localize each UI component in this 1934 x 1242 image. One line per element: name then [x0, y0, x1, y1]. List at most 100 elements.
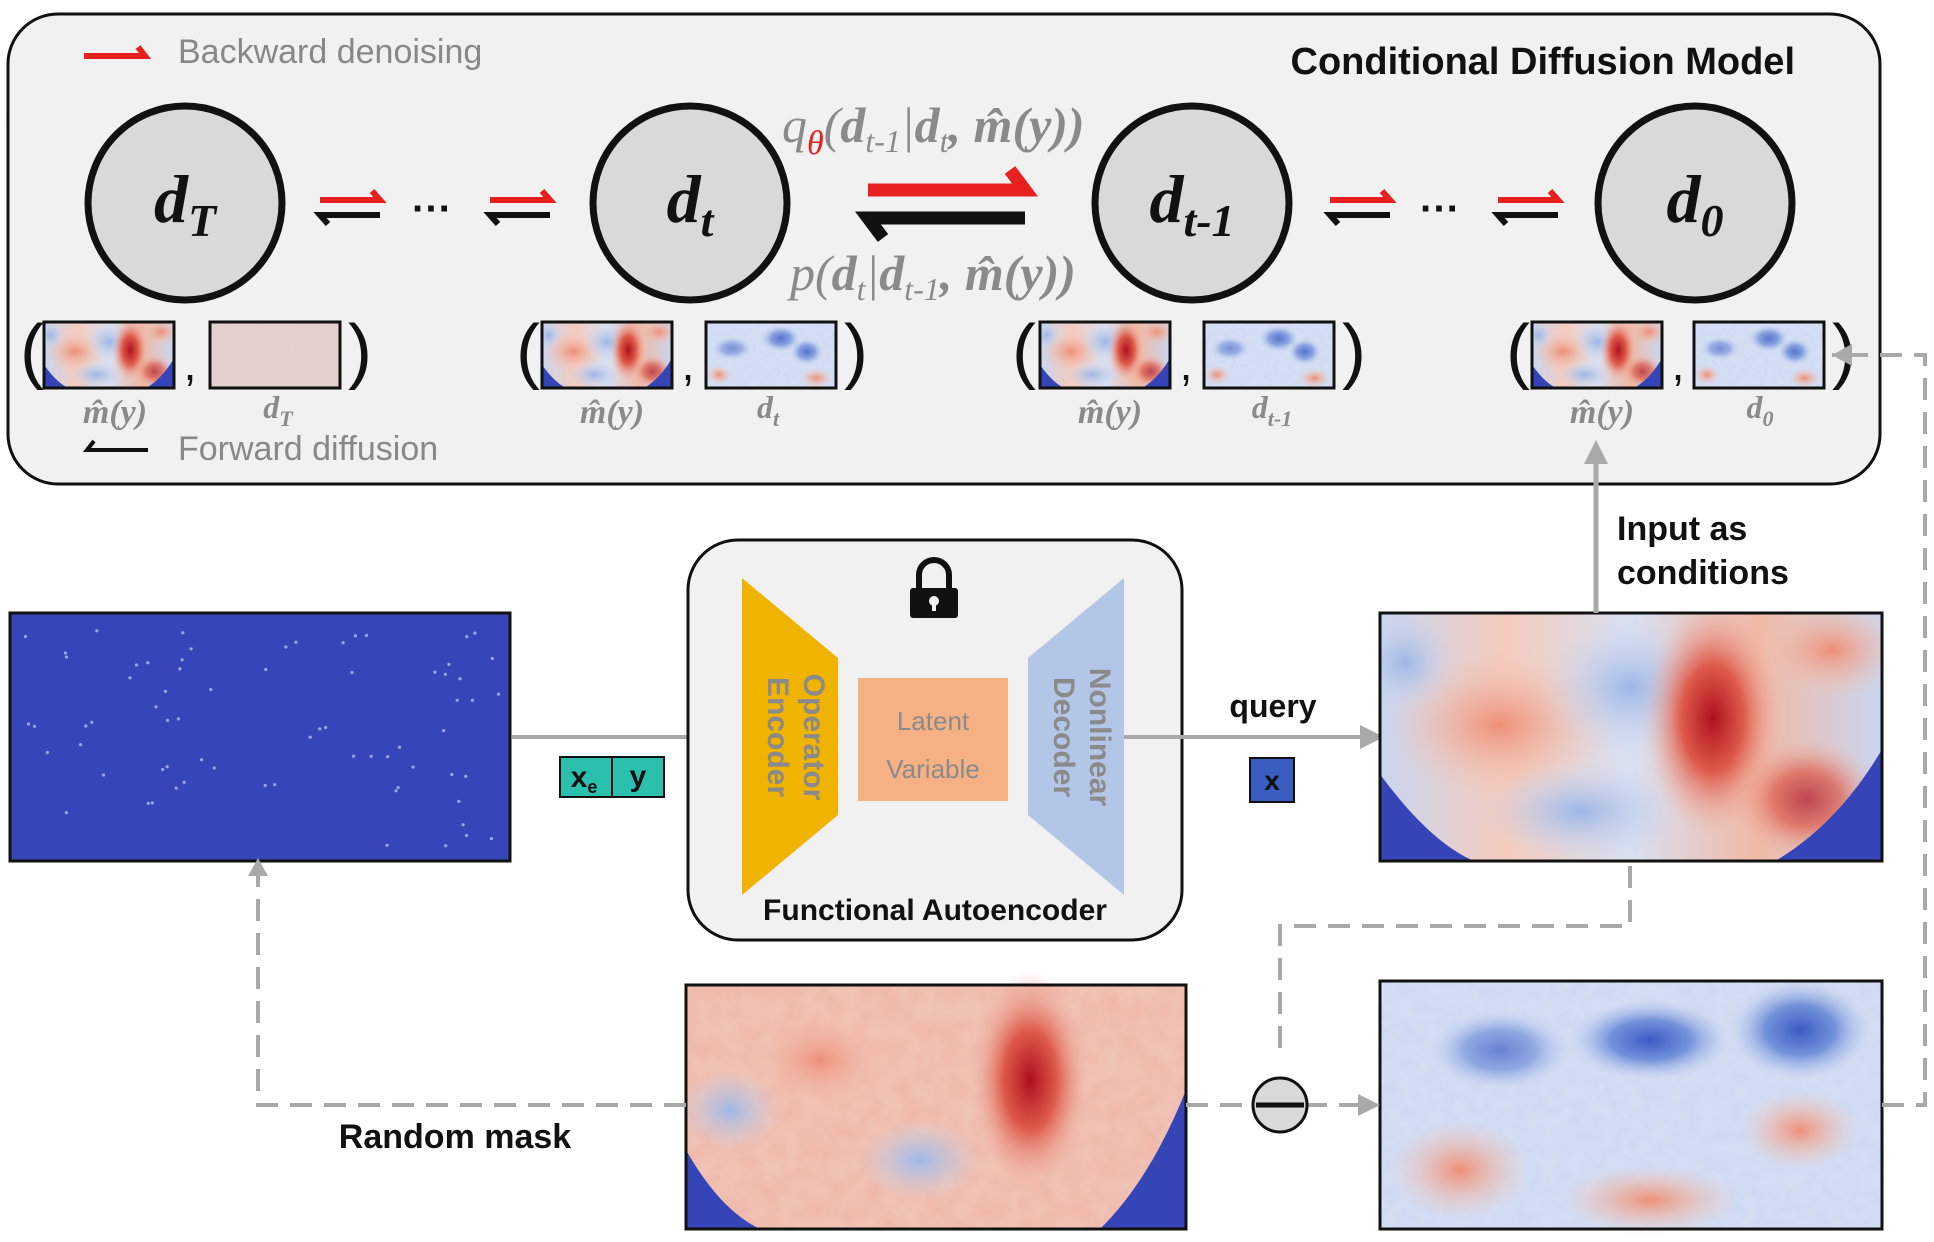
legend-forward-label: Forward diffusion — [178, 430, 438, 468]
observation-dot — [64, 655, 69, 659]
x-query-box: x — [1249, 757, 1295, 803]
observation-dot — [458, 677, 462, 681]
observation-dot — [163, 689, 168, 694]
minus-operator-icon — [1251, 1076, 1309, 1134]
svg-text:,: , — [1180, 338, 1193, 390]
svg-text:): ) — [1342, 311, 1366, 391]
observation-dot — [324, 725, 328, 730]
svg-text:x: x — [1264, 765, 1280, 796]
operator-encoder — [742, 578, 838, 895]
svg-text:dt: dt — [757, 389, 780, 431]
svg-text:(: ( — [1506, 311, 1530, 391]
svg-text:(: ( — [20, 311, 44, 391]
observation-dot — [154, 705, 158, 709]
observation-dot — [63, 651, 67, 655]
observation-dot — [90, 720, 94, 724]
svg-text:Variable: Variable — [886, 754, 979, 784]
observation-dot — [490, 656, 494, 661]
encoder-label: OperatorEncoder — [761, 674, 830, 801]
observation-dot — [95, 629, 99, 633]
observation-dot — [450, 772, 454, 777]
svg-text:dt-1: dt-1 — [1252, 389, 1292, 431]
svg-text:,: , — [1672, 338, 1685, 390]
observation-dot — [442, 729, 446, 733]
observation-dot — [181, 631, 185, 635]
observation-dot — [353, 634, 357, 638]
arrowhead-to-residual — [1358, 1094, 1380, 1116]
harpoon-pair-1 — [313, 189, 387, 226]
input-conditions-label-2: conditions — [1617, 554, 1789, 592]
noise-thumb — [210, 322, 340, 388]
svg-text:dT: dT — [154, 161, 218, 246]
svg-text:): ) — [844, 311, 868, 391]
svg-text:(: ( — [516, 311, 540, 391]
p-formula: p(dt|dt-1, m̂(y)) — [787, 245, 1076, 307]
observation-dot — [294, 640, 298, 644]
query-label: query — [1229, 688, 1316, 724]
diffusion-title: Conditional Diffusion Model — [1291, 41, 1795, 83]
observation-dot — [308, 735, 312, 739]
svg-text:Latent: Latent — [897, 706, 970, 736]
observation-dot — [23, 634, 28, 639]
harpoon-pair-4 — [1491, 189, 1565, 226]
observation-dot — [398, 745, 402, 749]
observation-dot — [457, 799, 461, 804]
ellipsis-2: ··· — [1420, 187, 1460, 231]
latent-variable — [858, 678, 1008, 801]
ellipsis-1: ··· — [412, 187, 452, 231]
input-conditions-label-1: Input as — [1617, 510, 1747, 548]
autoencoder-title: Functional Autoencoder — [763, 894, 1107, 927]
observation-dot — [146, 661, 150, 665]
q-formula: qθ(dt-1|dt, m̂(y)) — [782, 97, 1085, 162]
pair-d0: ( , ) m̂(y) d0 — [1506, 311, 1856, 431]
pair-dt-1: ( , ) m̂(y) dt-1 — [1012, 311, 1366, 431]
observation-dot — [273, 783, 277, 787]
svg-text:): ) — [348, 311, 372, 391]
observation-dot — [465, 635, 469, 639]
observation-dot — [394, 789, 398, 793]
big-harpoon-pair — [855, 166, 1038, 242]
observation-dot — [178, 667, 182, 671]
pair-dt: ( , ) m̂(y) dt — [516, 311, 868, 431]
svg-text:,: , — [184, 338, 197, 390]
observation-dot — [350, 670, 354, 675]
true-field-image — [680, 970, 1188, 1231]
arrowhead-to-sparse — [248, 858, 268, 876]
observation-dot — [79, 743, 83, 747]
observation-dot — [433, 670, 437, 674]
observation-dot — [263, 783, 267, 788]
observation-dot — [396, 786, 400, 790]
observation-dot — [444, 844, 448, 848]
pair-dT: ( , ) m̂(y) dT — [20, 311, 372, 431]
observation-dot — [209, 687, 213, 692]
lock-icon — [910, 557, 958, 618]
functional-autoencoder: OperatorEncoder Latent Variable Nonlinea… — [686, 538, 1184, 942]
cond-thumb — [44, 322, 174, 388]
observation-dot — [461, 823, 465, 827]
svg-text:m̂(y): m̂(y) — [83, 394, 147, 431]
observation-dot — [32, 724, 37, 728]
svg-text:dT: dT — [263, 389, 294, 431]
observation-dot — [150, 801, 154, 805]
svg-text:y: y — [630, 760, 647, 793]
observation-dot — [473, 631, 477, 635]
observation-dot — [443, 672, 447, 676]
observation-dot — [128, 676, 132, 680]
svg-text:d0: d0 — [1667, 161, 1724, 246]
observation-dot — [134, 663, 139, 667]
observation-dot — [369, 754, 373, 758]
state-node-dt: dt — [589, 102, 791, 304]
observation-dot — [385, 843, 389, 847]
observation-dot — [496, 692, 501, 696]
legend-backward-label: Backward denoising — [178, 33, 482, 71]
xe-y-input-box: xe y — [559, 756, 665, 798]
observation-dot — [464, 833, 469, 838]
observation-dot — [489, 837, 494, 841]
legend-forward: Forward diffusion — [82, 430, 438, 468]
svg-text:m̂(y): m̂(y) — [580, 394, 644, 431]
observation-dot — [101, 773, 106, 777]
observation-dot — [189, 647, 193, 651]
observation-dot — [284, 645, 288, 649]
svg-text:dt-1: dt-1 — [1149, 161, 1234, 246]
state-node-dt-1: dt-1 — [1091, 102, 1293, 304]
